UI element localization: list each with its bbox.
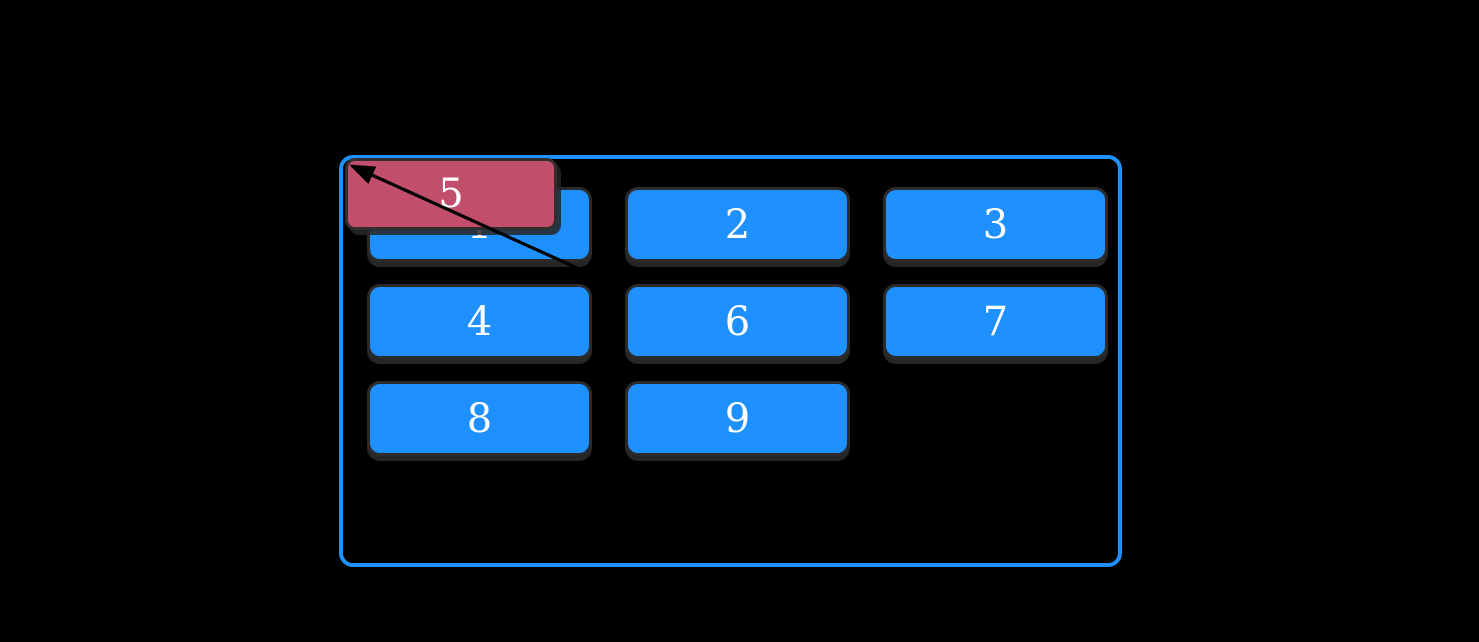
tile-7[interactable]: 7 — [883, 284, 1108, 359]
tile-2[interactable]: 2 — [625, 187, 850, 262]
tile-3[interactable]: 3 — [883, 187, 1108, 262]
tile-8[interactable]: 8 — [367, 381, 592, 456]
dragged-tile-5[interactable]: 5 — [345, 158, 557, 230]
tile-4[interactable]: 4 — [367, 284, 592, 359]
tile-6[interactable]: 6 — [625, 284, 850, 359]
tile-9[interactable]: 9 — [625, 381, 850, 456]
